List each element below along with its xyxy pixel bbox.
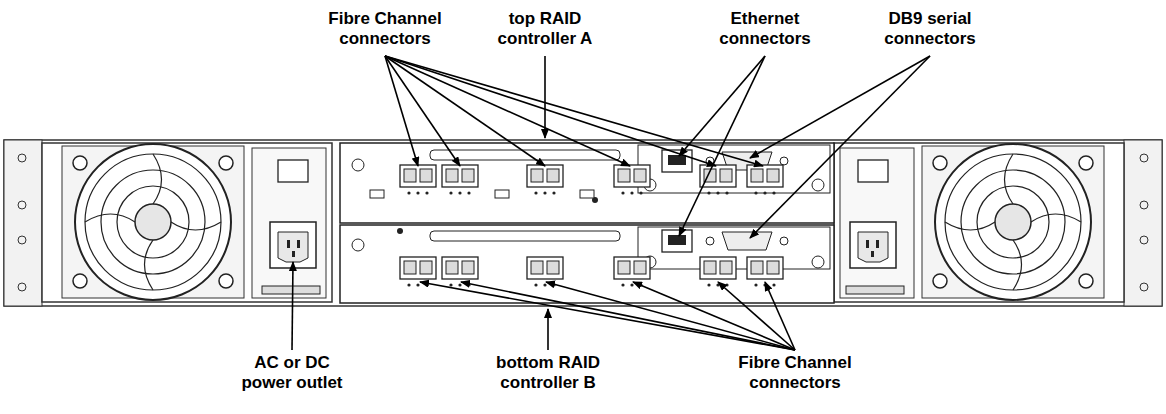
controller-callout: top RAID controller A: [475, 8, 615, 50]
controller-callout: bottom RAID controller B: [478, 352, 618, 394]
serial-callout: DB9 serial connectors: [870, 8, 990, 50]
fibre-channel-callout: Fibre Channel connectors: [310, 8, 460, 50]
power-callout: AC or DC power outlet: [227, 352, 357, 394]
ethernet-callout: Ethernet connectors: [705, 8, 825, 50]
fibre-channel-callout: Fibre Channel connectors: [720, 352, 870, 394]
